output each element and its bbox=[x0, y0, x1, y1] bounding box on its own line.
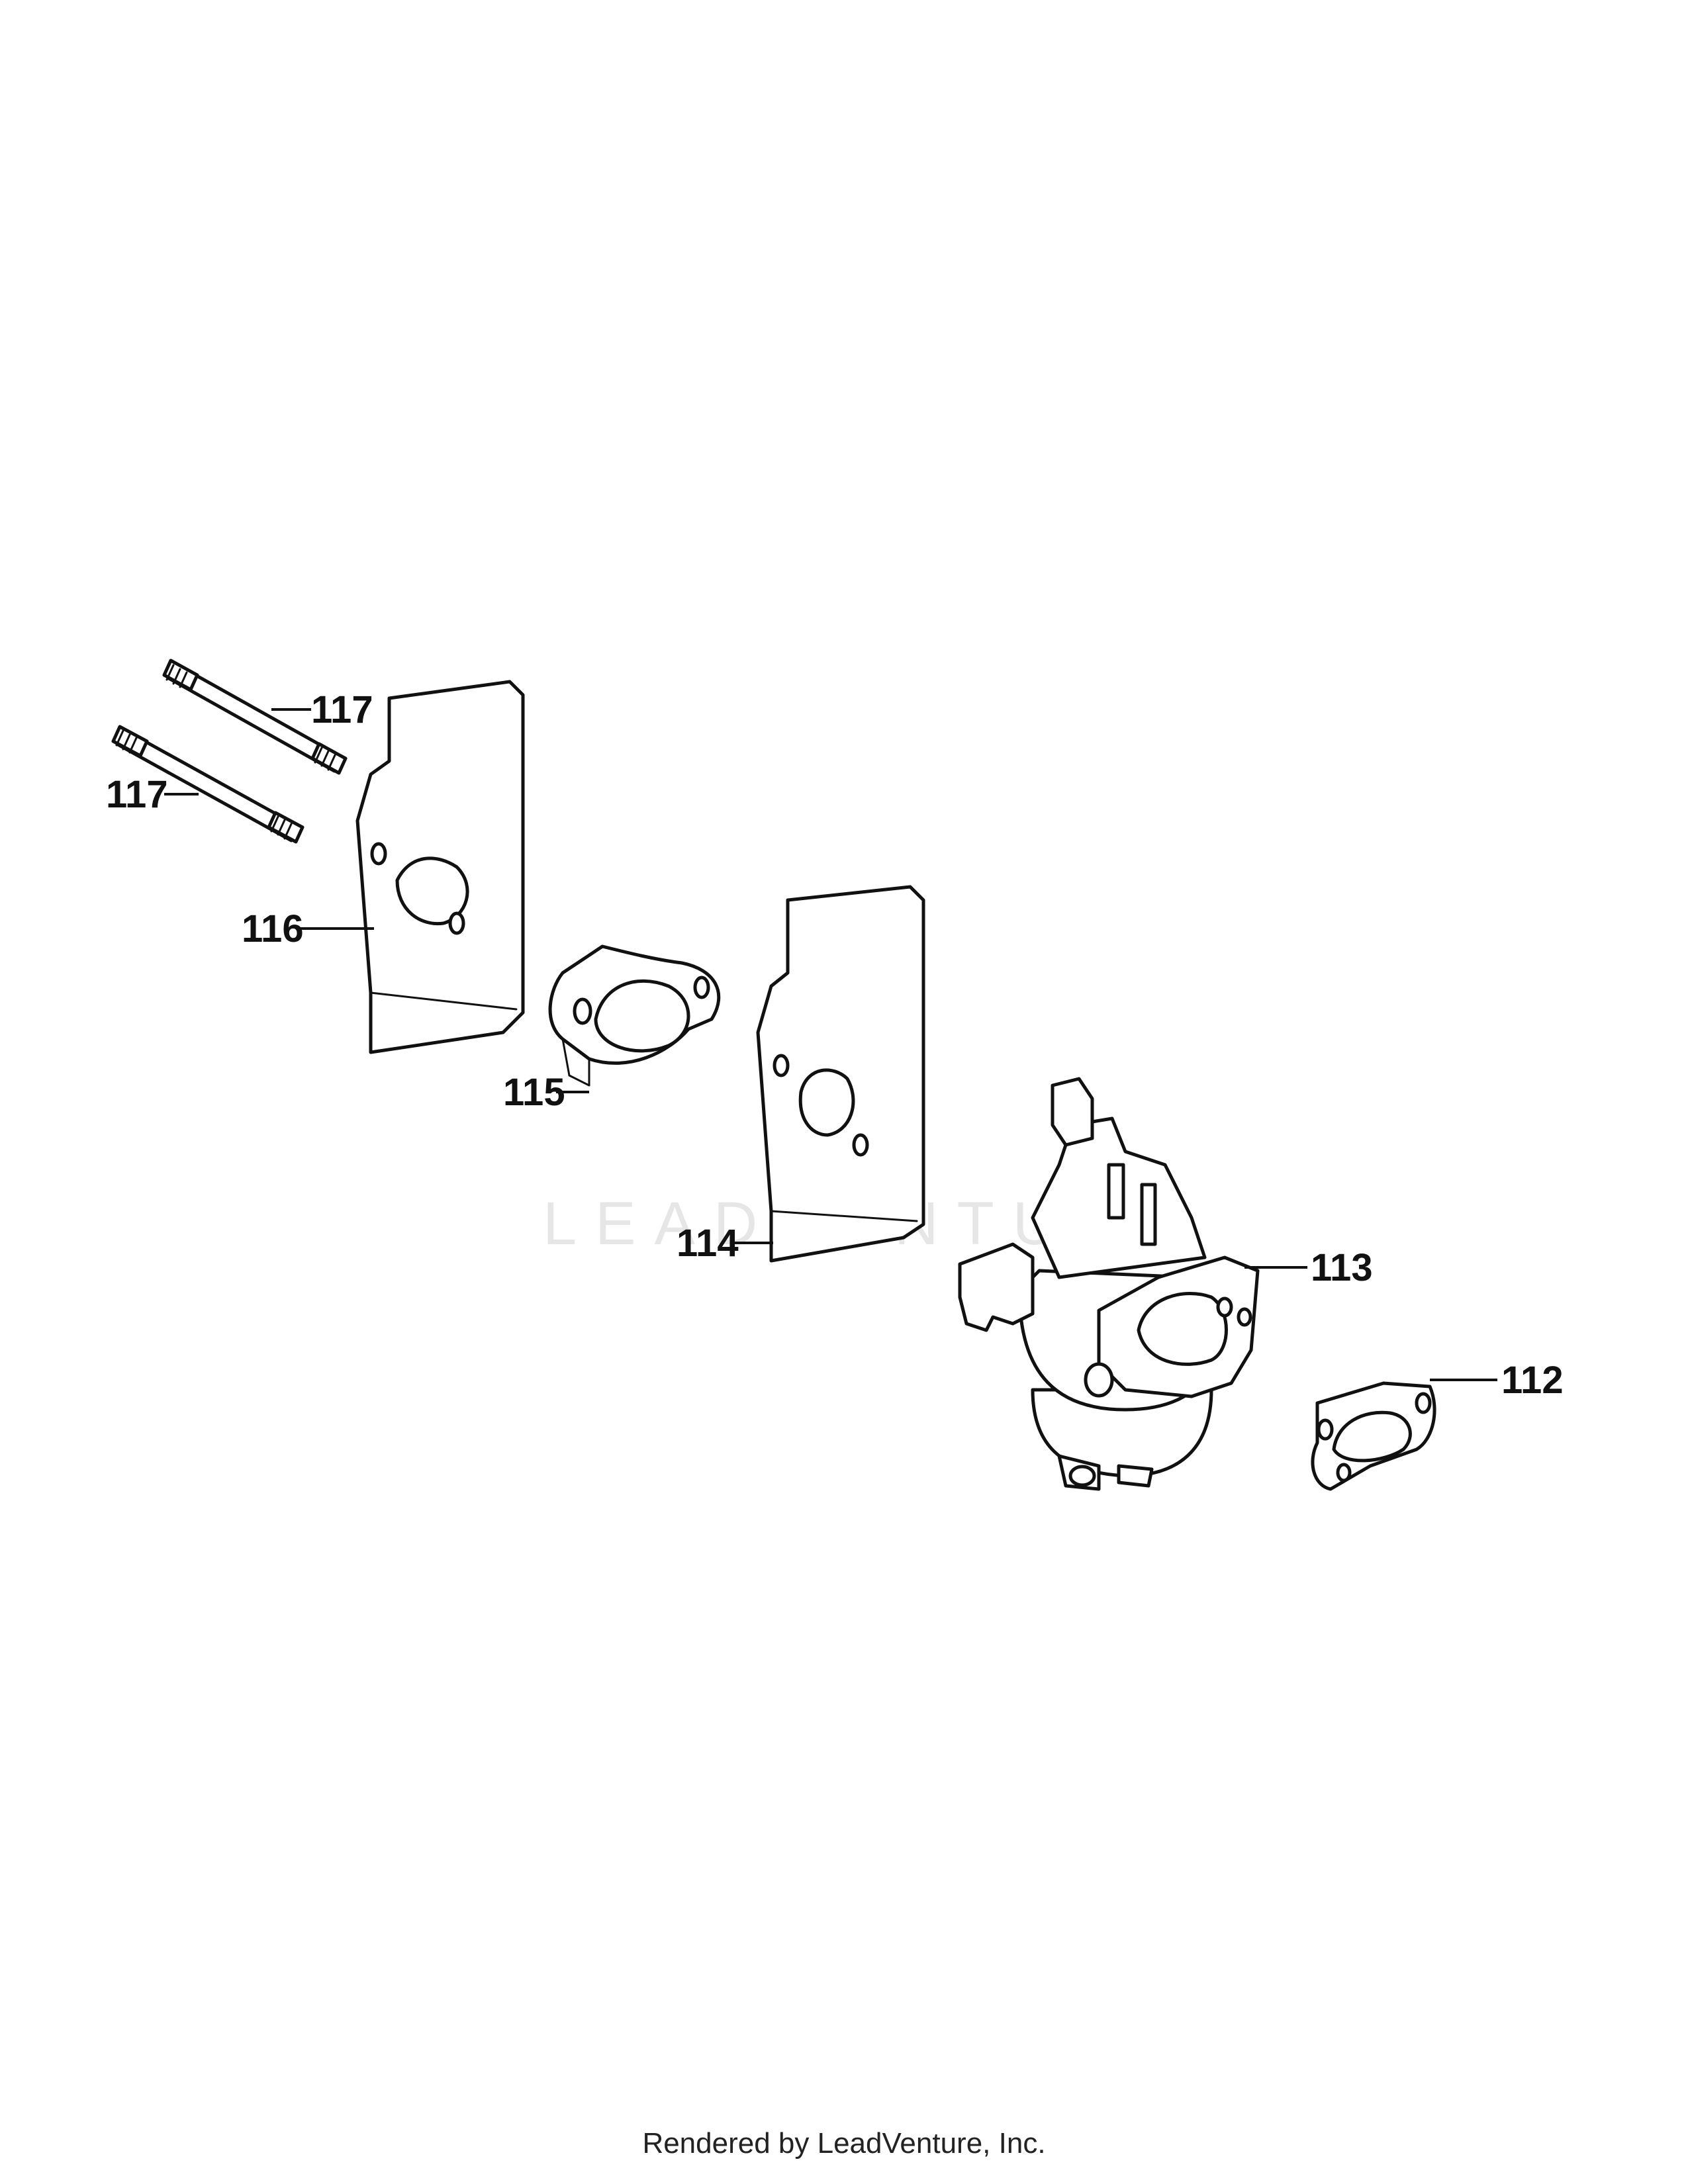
footer-credit: Rendered by LeadVenture, Inc. bbox=[642, 2127, 1046, 2160]
callout-113: 113 bbox=[1311, 1246, 1373, 1289]
callout-labels: 117 117 116 115 114 113 112 bbox=[106, 688, 1564, 1402]
callout-117-lower: 117 bbox=[106, 773, 168, 816]
carburetor-113 bbox=[958, 1077, 1260, 1491]
gasket-plate-116 bbox=[355, 680, 525, 1054]
callout-116: 116 bbox=[242, 907, 304, 950]
gasket-plate-114 bbox=[756, 885, 925, 1263]
stud-117-lower bbox=[111, 725, 305, 844]
stud-117-upper bbox=[162, 659, 348, 775]
callout-114: 114 bbox=[677, 1222, 739, 1265]
callout-112: 112 bbox=[1501, 1359, 1564, 1402]
gasket-112 bbox=[1311, 1381, 1436, 1491]
callout-115: 115 bbox=[503, 1071, 565, 1114]
leader-lines bbox=[164, 708, 1497, 1381]
callout-117-upper: 117 bbox=[311, 688, 373, 731]
spacer-115 bbox=[548, 944, 721, 1087]
